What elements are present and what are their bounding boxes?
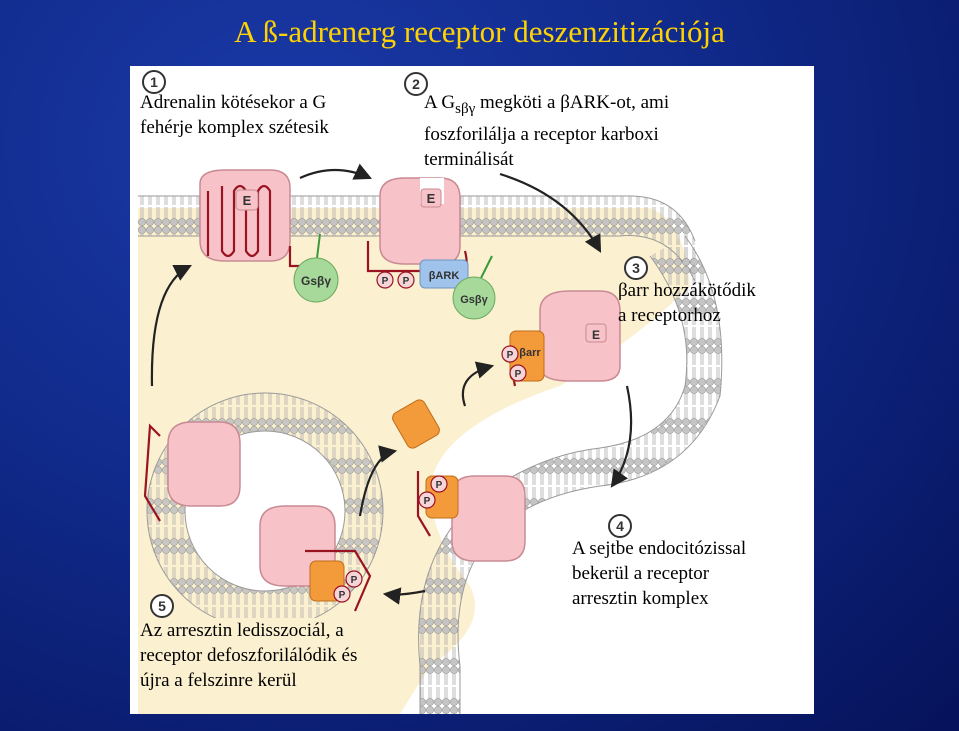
phospho-p-1: P — [382, 276, 389, 287]
step-5-line-3: újra a felszinre kerül — [140, 670, 297, 691]
phospho-p-5: P — [436, 480, 443, 491]
step-5-text: Az arresztin ledisszociál, a receptor de… — [140, 618, 362, 693]
bark-label: βARK — [429, 270, 460, 282]
epinephrine-label-3: E — [592, 328, 600, 342]
arrow-2-to-3 — [499, 172, 602, 253]
step-5-line-2: receptor defoszforilálódik és — [140, 645, 358, 666]
phospho-p-6: P — [424, 496, 431, 507]
receptor-step3: E βarr P P — [501, 290, 621, 387]
step-1-line-1: Adrenalin kötésekor a G — [140, 92, 327, 113]
step-2-line-1-a: A G — [424, 92, 456, 113]
receptor-step1: E — [199, 169, 330, 268]
step-1-line-2: fehérje komplex szétesik — [140, 117, 329, 138]
phospho-p-3: P — [507, 350, 514, 361]
diagram-panel: E E P P βARK Gsβγ Gsβγ — [130, 66, 814, 714]
arrow-recycle-to-arrestin — [358, 445, 398, 517]
arrow-1-to-2 — [299, 163, 373, 180]
step-3-text: βarr hozzákötődik a receptorhoz — [618, 278, 756, 328]
g-protein-bg-2: Gsβγ — [452, 255, 496, 320]
step-2-text: A Gsβγ megköti a βARK-ot, ami foszforilá… — [424, 90, 669, 172]
step-4-number: 4 — [608, 514, 632, 538]
step-1-number: 1 — [142, 70, 166, 94]
step-2-line-1: A Gsβγ megköti a βARK-ot, ami — [424, 90, 669, 122]
phospho-p-8: P — [339, 590, 346, 601]
step-5-number: 5 — [150, 594, 174, 618]
receptor-step2: E P P βARK — [366, 177, 469, 289]
step-2-line-1-sub: sβγ — [455, 101, 476, 117]
phospho-p-7: P — [351, 575, 358, 586]
g-protein-bg-1: Gsβγ — [293, 233, 339, 303]
step-3-number: 3 — [624, 256, 648, 280]
step-2-line-2: foszforilálja a receptor karboxi — [424, 124, 659, 145]
step-3-line-2: a receptorhoz — [618, 305, 721, 326]
free-arrestin — [392, 399, 440, 449]
arrow-3-to-4 — [610, 385, 633, 488]
step-4-text: A sejtbe endocitózissal bekerül a recept… — [572, 536, 746, 611]
epinephrine-label-1: E — [243, 193, 252, 208]
receptor-step5-top — [143, 421, 241, 522]
gsbg-label-2: Gsβγ — [460, 294, 488, 306]
epinephrine-label-2: E — [427, 191, 436, 206]
gsbg-label-1: Gsβγ — [301, 274, 331, 288]
arrow-arrestin-release — [461, 361, 495, 407]
phospho-p-2: P — [403, 276, 410, 287]
step-1-text: Adrenalin kötésekor a G fehérje komplex … — [140, 90, 329, 140]
step-2-number: 2 — [404, 72, 428, 96]
step-4-line-1: A sejtbe endocitózissal — [572, 538, 747, 559]
bark-kinase — [419, 259, 469, 289]
arrow-4-to-5 — [382, 587, 426, 605]
receptor-step4: P P — [416, 471, 526, 562]
step-2-line-3: terminálisát — [424, 149, 514, 170]
phospho-p-4: P — [515, 369, 522, 380]
cycle-arrows — [150, 163, 633, 605]
step-3-line-1: βarr hozzákötődik — [618, 280, 756, 301]
step-5-line-1: Az arresztin ledisszociál, a — [140, 620, 344, 641]
desensitization-diagram: E E P P βARK Gsβγ Gsβγ — [138, 163, 723, 714]
slide-title: A ß-adrenerg receptor deszenzitizációja — [234, 14, 725, 49]
receptor-step5-bottom: P P — [259, 505, 372, 612]
step-2-line-1-b: megköti a βARK-ot, ami — [475, 92, 670, 113]
arrow-5-to-1 — [150, 265, 192, 387]
plasma-membrane-curve — [418, 235, 723, 714]
step-4-line-3: arresztin komplex — [572, 588, 709, 609]
barr-label-3: βarr — [519, 347, 541, 359]
step-4-line-2: bekerül a receptor — [572, 563, 710, 584]
